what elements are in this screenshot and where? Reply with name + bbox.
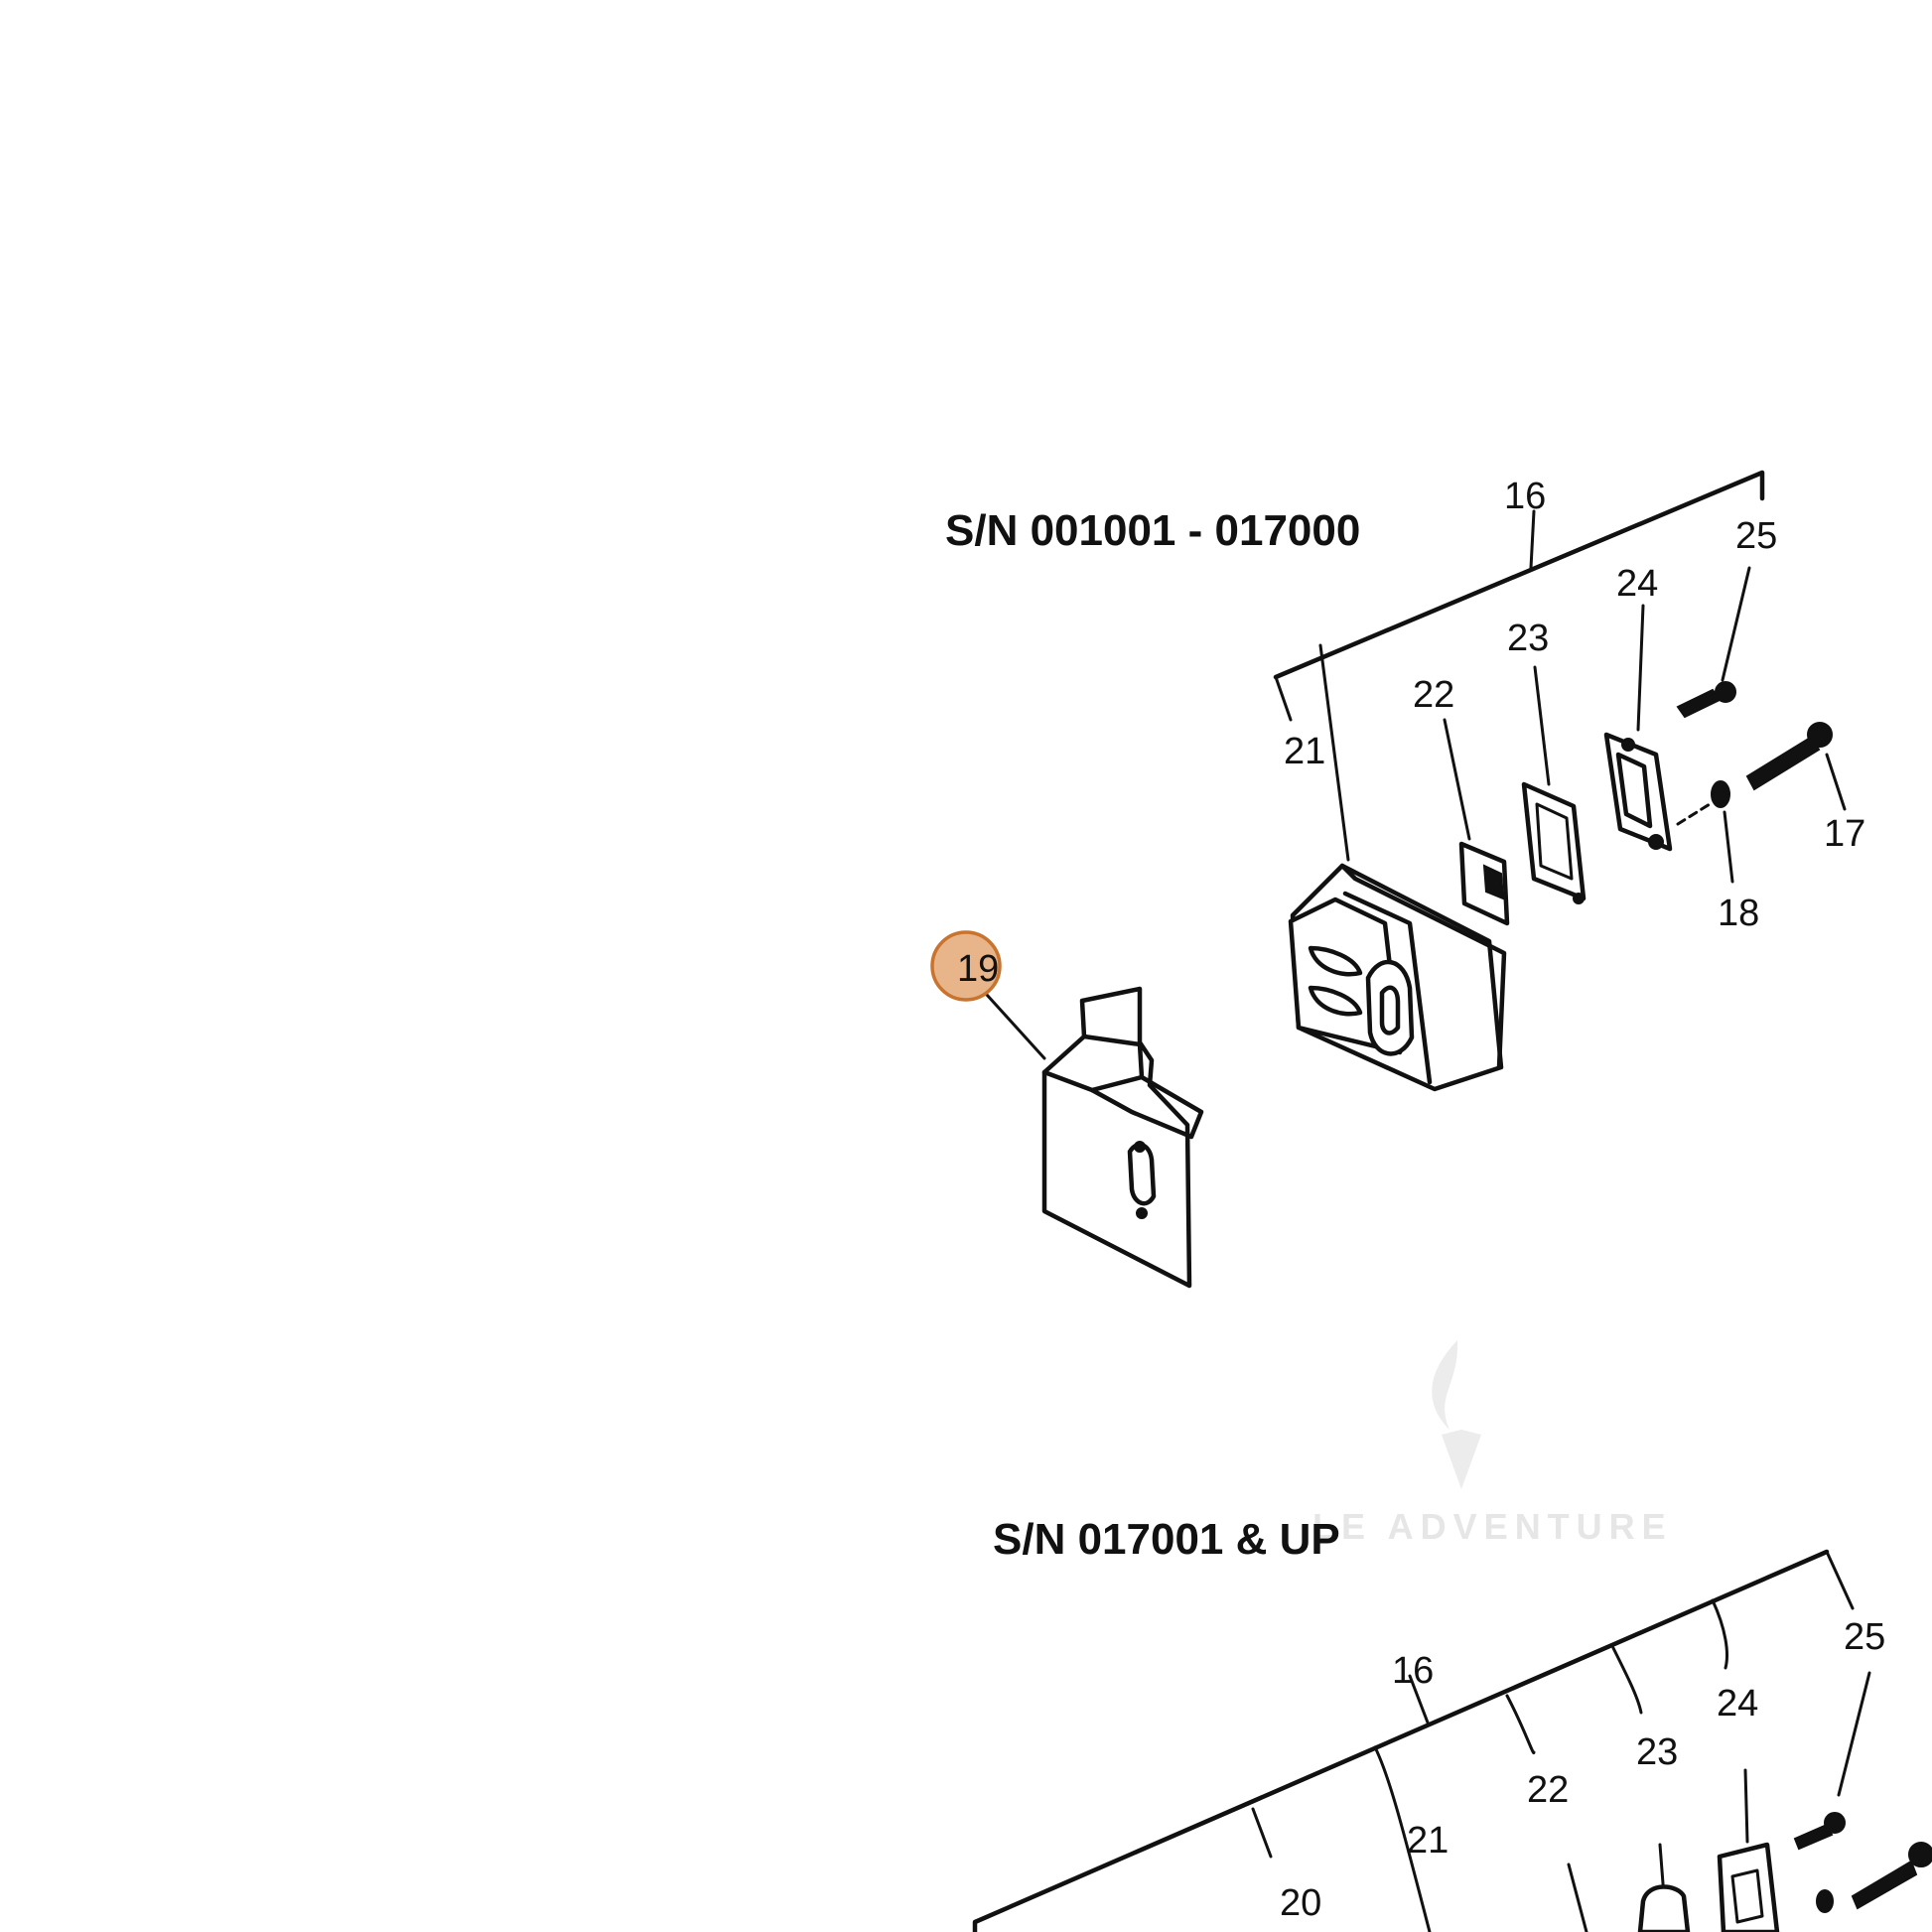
callout-23-upper: 23 (1507, 618, 1549, 659)
part-18-nut (1676, 780, 1734, 884)
lower-leader-16 (1408, 1674, 1430, 1725)
callout-25-lower: 25 (1844, 1616, 1885, 1658)
lower-leader-24 (1743, 1768, 1749, 1844)
lower-leader-20-tick (1251, 1807, 1273, 1859)
leader-25 (1721, 566, 1751, 682)
callout-24-upper: 24 (1616, 563, 1658, 605)
watermark-text: LE ADVENTURE (1312, 1506, 1673, 1547)
watermark: LE ADVENTURE (1312, 1340, 1673, 1547)
lower-part-23 (1637, 1884, 1691, 1932)
callout-20-lower: 20 (1280, 1882, 1321, 1924)
callout-22-lower: 22 (1527, 1769, 1569, 1811)
callout-16-lower: 16 (1392, 1650, 1434, 1692)
highlight-circle[interactable] (930, 930, 1002, 1002)
callout-17-upper: 17 (1824, 813, 1865, 855)
upper-section-heading: S/N 001001 - 017000 (945, 506, 1360, 555)
lower-bracket-right-tick (1825, 1550, 1855, 1610)
lower-part-18-nut (1816, 1889, 1834, 1913)
part-17-bolt (1745, 722, 1847, 811)
leader-19 (985, 993, 1046, 1060)
lower-leader-21 (1373, 1745, 1432, 1932)
callout-16-upper: 16 (1504, 476, 1546, 517)
part-23-gasket (1521, 665, 1587, 904)
lower-part-25-screw (1793, 1823, 1834, 1851)
part-22 (1443, 718, 1510, 926)
leader-18 (1723, 810, 1734, 884)
callout-23-lower: 23 (1636, 1731, 1678, 1773)
callout-19-label: 19 (957, 948, 999, 990)
leader-22 (1443, 718, 1471, 841)
lower-leader-25 (1837, 1671, 1871, 1797)
lower-part-17-bolt (1851, 1860, 1918, 1910)
lower-tick-24 (1711, 1598, 1728, 1670)
lower-tick-22 (1505, 1694, 1536, 1754)
part-24-plate (1603, 604, 1673, 852)
flame-logo-icon (1432, 1340, 1481, 1489)
part-19-heat-shield (985, 986, 1204, 1289)
leader-23 (1533, 665, 1551, 786)
leader-21 (1318, 643, 1350, 862)
callout-21-lower: 21 (1407, 1820, 1449, 1862)
callout-22-upper: 22 (1413, 674, 1454, 716)
lower-bracket-16 (972, 1549, 1830, 1932)
upper-leader-16 (1529, 509, 1536, 570)
part-18-axis (1676, 802, 1712, 826)
part-25-screw (1676, 566, 1751, 719)
upper-bracket-16 (1273, 470, 1765, 680)
callout-21-upper: 21 (1284, 731, 1325, 772)
lower-assembly: 16 25 24 23 22 21 20 (972, 1549, 1932, 1932)
upper-bracket-left-tick (1274, 675, 1293, 722)
lower-tick-23 (1611, 1646, 1643, 1715)
part-21-muffler (1288, 643, 1507, 1092)
upper-assembly: 16 25 24 23 22 21 17 18 (985, 470, 1865, 1289)
callout-25-upper: 25 (1735, 515, 1777, 557)
leader-24 (1636, 604, 1645, 732)
highlight-callout-19[interactable]: 19 (930, 930, 1002, 1002)
leader-17 (1825, 753, 1847, 811)
lower-section-heading: S/N 017001 & UP (993, 1515, 1340, 1564)
callout-24-lower: 24 (1717, 1683, 1758, 1725)
callout-18-upper: 18 (1718, 893, 1759, 934)
lower-leader-22 (1567, 1863, 1588, 1932)
